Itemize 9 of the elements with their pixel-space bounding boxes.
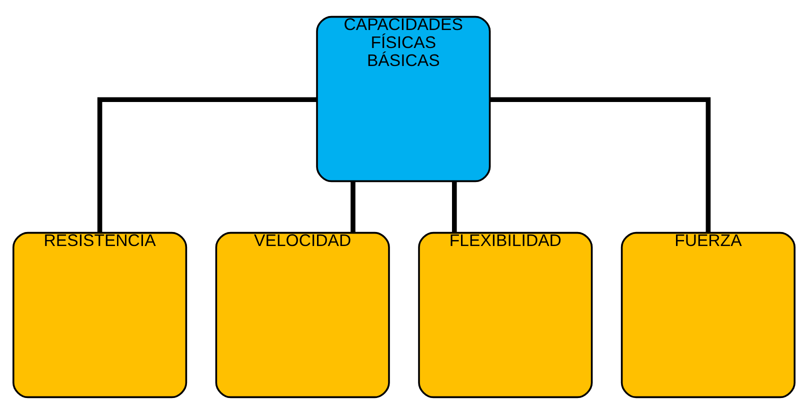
node-box: VELOCIDAD: [215, 232, 390, 398]
node-box: CAPACIDADES FÍSICAS BÁSICAS: [316, 16, 491, 182]
connector: [97, 97, 317, 233]
node-box: FUERZA: [620, 232, 796, 398]
connector: [490, 97, 711, 233]
node-box: FLEXIBILIDAD: [418, 232, 593, 398]
connector: [350, 181, 356, 233]
node-box: RESISTENCIA: [12, 232, 188, 398]
connector: [452, 181, 457, 233]
